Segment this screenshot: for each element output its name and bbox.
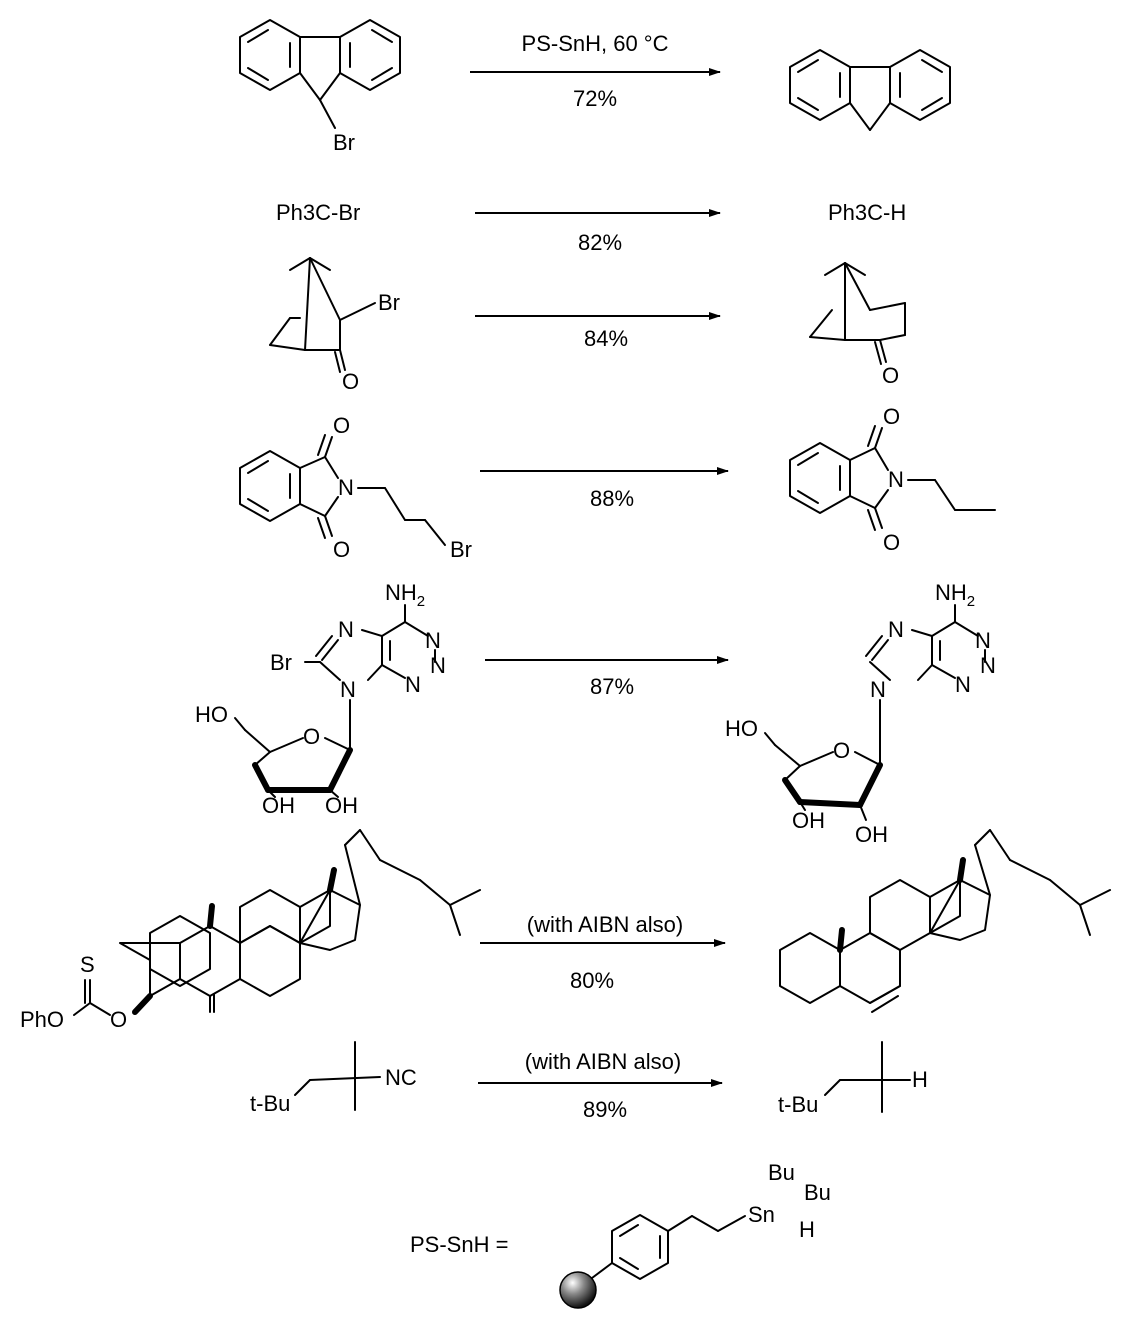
polymer-bead-icon <box>559 1271 597 1309</box>
ps-snh-legend: PS-SnH = Sn Bu Bu H <box>410 1160 831 1309</box>
amino-subscript: 2 <box>417 593 425 610</box>
bromine-label: Br <box>333 130 355 155</box>
amino-text: NH <box>935 580 967 605</box>
fluorene-molecule <box>789 49 951 131</box>
arrow-6: (with AIBN also) 80% <box>480 912 726 993</box>
yield-4: 88% <box>590 486 634 511</box>
nitrogen-label: N <box>955 672 971 697</box>
arrow-7: (with AIBN also) 89% <box>478 1049 723 1122</box>
nitrogen-label: N <box>888 617 904 642</box>
bromoadenosine-molecule: NH2 N N N N N Br O HO OH OH <box>195 580 446 818</box>
hydroxyl-label: OH <box>855 822 888 847</box>
oxygen-label: O <box>110 1007 127 1032</box>
amino-label: NH2 <box>935 580 975 610</box>
arrow-4: 88% <box>480 467 729 511</box>
yield-6: 80% <box>570 968 614 993</box>
isonitrile-molecule: t-Bu NC <box>250 1041 417 1116</box>
hydroxyl-label: OH <box>325 793 358 818</box>
nitrogen-label: N <box>980 653 996 678</box>
oxygen-label: O <box>333 413 350 438</box>
reagent-label: PS-SnH, 60 °C <box>522 31 669 56</box>
oxygen-label: O <box>883 530 900 555</box>
nitrogen-label: N <box>430 653 446 678</box>
yield-7: 89% <box>583 1097 627 1122</box>
butyl-label: Bu <box>768 1160 795 1185</box>
isocyanide-label: NC <box>385 1065 417 1090</box>
oxygen-label: O <box>833 738 850 763</box>
nitrogen-label: N <box>405 672 421 697</box>
phenoxy-label: PhO <box>20 1007 64 1032</box>
yield-1: 72% <box>573 86 617 111</box>
oxygen-label: O <box>883 404 900 429</box>
oxygen-label: O <box>882 363 899 388</box>
oxygen-label: O <box>303 724 320 749</box>
nitrogen-label: N <box>870 677 886 702</box>
adenosine-molecule: NH2 N N N N N O HO OH OH <box>725 580 996 847</box>
arrow-3: 84% <box>475 312 721 351</box>
conditions-7: (with AIBN also) <box>525 1049 682 1074</box>
bromofluorene-molecule: Br <box>239 19 401 155</box>
camphor-molecule: O <box>809 262 906 388</box>
conditions-6: (with AIBN also) <box>527 912 684 937</box>
ps-snh-label: PS-SnH = <box>410 1232 508 1257</box>
oxygen-label: O <box>342 369 359 394</box>
amino-text: NH <box>385 580 417 605</box>
hydroxyl-label: OH <box>792 808 825 833</box>
nitrogen-label: N <box>340 677 356 702</box>
butyl-label: Bu <box>804 1180 831 1205</box>
bromopropyl-phthalimide-molecule: O O N Br <box>239 413 472 562</box>
hydroxyl-label: HO <box>725 716 758 741</box>
tert-butyl-label: t-Bu <box>778 1092 818 1117</box>
hydrogen-label: H <box>799 1217 815 1242</box>
arrow-5: 87% <box>485 656 729 699</box>
nitrogen-label: N <box>888 467 904 492</box>
amino-label: NH2 <box>385 580 425 610</box>
hydrogen-label: H <box>912 1067 928 1092</box>
sulfur-label: S <box>80 952 95 977</box>
trityl-bromide-label: Ph3C-Br <box>276 200 360 225</box>
arrow-2: 82% <box>475 209 721 255</box>
arrow-1: PS-SnH, 60 °C 72% <box>470 31 721 111</box>
yield-2: 82% <box>578 230 622 255</box>
yield-5: 87% <box>590 674 634 699</box>
nitrogen-label: N <box>425 628 441 653</box>
bromine-label: Br <box>450 537 472 562</box>
oxygen-label: O <box>333 537 350 562</box>
cholesteryl-thionocarbonate-molecule: O S PhO <box>20 829 481 1032</box>
hydroxyl-label: HO <box>195 702 228 727</box>
bromine-label: Br <box>270 650 292 675</box>
tin-label: Sn <box>748 1202 775 1227</box>
bromine-label: Br <box>378 290 400 315</box>
hydroxyl-label: OH <box>262 793 295 818</box>
alkane-product-molecule: t-Bu H <box>778 1041 928 1117</box>
triphenylmethane-label: Ph3C-H <box>828 200 906 225</box>
nitrogen-label: N <box>975 628 991 653</box>
bromocamphor-molecule: Br O <box>269 257 400 394</box>
propyl-phthalimide-molecule: O O N <box>789 404 996 555</box>
nitrogen-label: N <box>338 617 354 642</box>
nitrogen-label: N <box>338 475 354 500</box>
amino-subscript: 2 <box>967 593 975 610</box>
yield-3: 84% <box>584 326 628 351</box>
cholestene-molecule <box>779 829 1111 1013</box>
tert-butyl-label: t-Bu <box>250 1091 290 1116</box>
